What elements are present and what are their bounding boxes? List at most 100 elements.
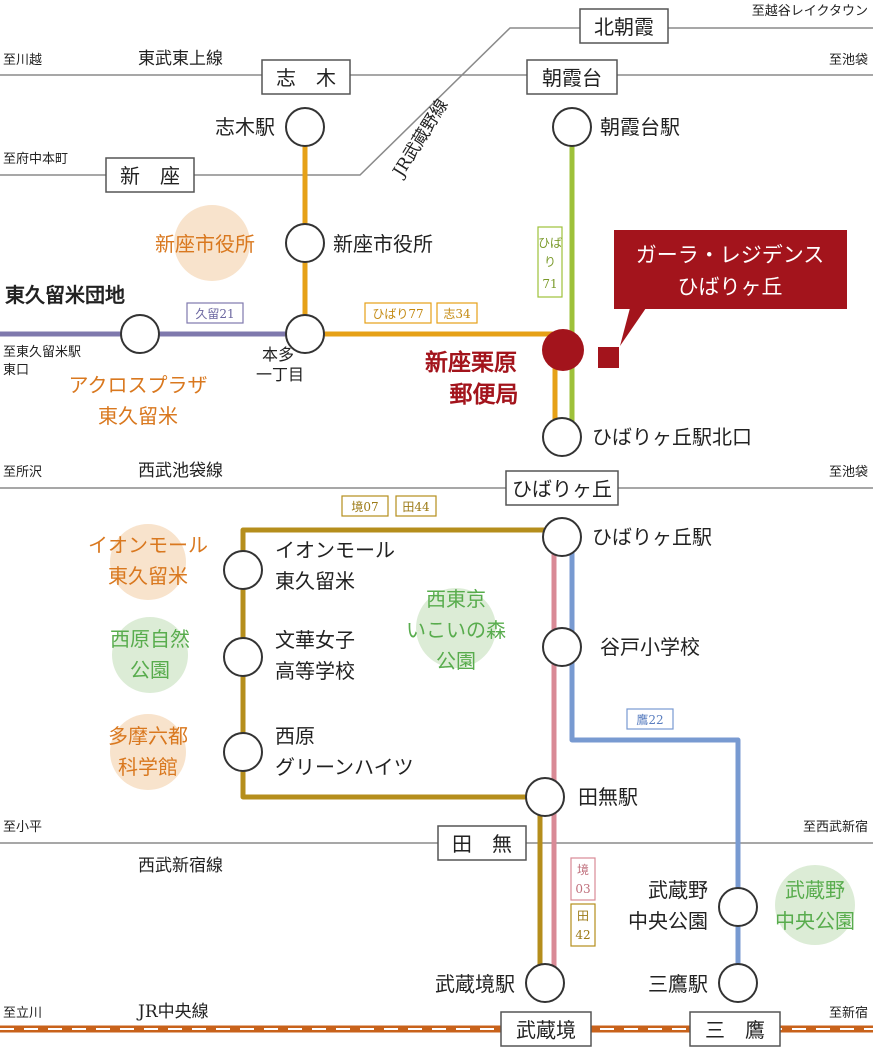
railway-tobu-tojo: 東武東上線 [138, 49, 223, 69]
dest-ikebukuro-1: 至池袋 [829, 53, 868, 68]
label-tanashi-eki: 田無駅 [578, 785, 638, 809]
facility-labels: 新座市役所 アクロスプラザ 東久留米 イオンモール 東久留米 西原自然 公園 多… [69, 232, 856, 933]
facility-aeon-2: 東久留米 [108, 564, 188, 588]
label-nishihara-1: 西原 [275, 724, 315, 748]
facility-acros-2: 東久留米 [98, 404, 178, 428]
stop-aeon [223, 550, 263, 590]
dest-fuchu: 至府中本町 [3, 152, 68, 167]
box-asakadai: 朝霞台 [526, 59, 618, 95]
label-bunka-2: 高等学校 [275, 659, 355, 683]
svg-text:田: 田 [577, 909, 589, 923]
svg-text:境: 境 [577, 862, 589, 877]
tag-shi34: 志34 [436, 302, 478, 324]
railway-jr-musashino: JR武蔵野線 [388, 96, 452, 183]
svg-text:03: 03 [575, 882, 590, 896]
stop-hibarigaoka-eki [542, 517, 582, 557]
svg-text:り: り [544, 255, 556, 269]
label-shiki-eki: 志木駅 [215, 115, 275, 139]
stop-hibarigaoka-kitaguchi [542, 417, 582, 457]
box-niiza: 新 座 [105, 157, 195, 193]
facility-circle-tama [110, 714, 186, 790]
label-yato: 谷戸小学校 [600, 635, 700, 659]
svg-text:ひばり77: ひばり77 [372, 307, 423, 321]
destination-labels: 至川越 至池袋 至越谷レイクタウン 至府中本町 至所沢 至池袋 至小平 至西武新… [3, 4, 868, 1021]
facility-niiza-cityhall: 新座市役所 [155, 232, 255, 256]
stop-yato [542, 627, 582, 667]
tag-kuryu21: 久留21 [186, 302, 244, 324]
svg-text:71: 71 [542, 277, 557, 291]
svg-text:志34: 志34 [443, 307, 471, 321]
property-name-line1: ガーラ・レジデンス [636, 243, 825, 267]
tag-hibari71: ひば り 71 [537, 226, 563, 298]
label-musashisakai-eki: 武蔵境駅 [435, 972, 515, 996]
stop-musashino-park [718, 887, 758, 927]
label-higashikurume-danchi: 東久留米団地 [5, 283, 125, 307]
label-honda-2: 一丁目 [256, 365, 304, 384]
post-office-label-line2: 郵便局 [450, 381, 519, 408]
railway-seibu-ikebukuro: 西武池袋線 [138, 461, 223, 481]
tag-sakai07: 境07 [341, 495, 389, 517]
stop-nishihara [223, 732, 263, 772]
svg-text:朝霞台: 朝霞台 [542, 66, 602, 90]
railway-seibu-shinjuku: 西武新宿線 [138, 856, 223, 876]
label-aeon-2: 東久留米 [275, 569, 355, 593]
facility-musashino-1: 武蔵野 [785, 878, 845, 902]
stop-tanashi [525, 777, 565, 817]
svg-text:42: 42 [575, 928, 590, 942]
dest-kodaira: 至小平 [3, 820, 42, 835]
svg-text:田 無: 田 無 [452, 832, 512, 856]
label-bunka-1: 文華女子 [275, 628, 355, 652]
label-musashino-park-2: 中央公園 [628, 909, 708, 933]
post-office-marker [542, 329, 584, 371]
label-nishihara-2: グリーンハイツ [275, 755, 414, 779]
facility-musashino-2: 中央公園 [775, 909, 855, 933]
dest-shinjuku: 至新宿 [829, 1005, 868, 1021]
property-callout: ガーラ・レジデンス ひばりヶ丘 [614, 230, 847, 346]
facility-nishihara-2: 公園 [130, 658, 170, 682]
label-musashino-park-1: 武蔵野 [648, 878, 708, 902]
svg-text:鷹22: 鷹22 [636, 712, 663, 727]
railway-jr-chuo: JR中央線 [136, 1002, 209, 1022]
stop-honda [285, 314, 325, 354]
route-sakai07 [240, 527, 560, 980]
svg-text:ひば: ひば [538, 236, 562, 250]
facility-tama-2: 科学館 [118, 755, 178, 779]
svg-text:武蔵境: 武蔵境 [516, 1018, 576, 1042]
stop-circles [120, 107, 758, 1003]
dest-higashikurume-east: 至東久留米駅 東口 [3, 344, 85, 378]
stop-shiki [285, 107, 325, 147]
stop-higashikurume-danchi [120, 314, 160, 354]
stop-niiza-shiyakusho [285, 223, 325, 263]
tag-ta42: 田 42 [570, 903, 596, 947]
box-kitaasaka: 北朝霞 [579, 8, 669, 44]
box-tanashi: 田 無 [437, 825, 527, 861]
tag-hibari77: ひばり77 [364, 302, 432, 324]
stop-bunka [223, 637, 263, 677]
box-shiki: 志 木 [261, 59, 351, 95]
box-mitaka: 三 鷹 [689, 1011, 781, 1047]
tag-ta44: 田44 [395, 495, 437, 517]
facility-tama-1: 多摩六都 [108, 724, 188, 748]
stop-musashisakai [525, 963, 565, 1003]
property-marker [598, 347, 619, 368]
facility-nishitokyo-2: いこいの森 [406, 618, 506, 642]
svg-text:ひばりヶ丘: ひばりヶ丘 [512, 477, 612, 501]
facility-nishihara-1: 西原自然 [110, 627, 190, 651]
tag-sakai03: 境 03 [570, 857, 596, 901]
stop-asakadai [552, 107, 592, 147]
svg-text:新 座: 新 座 [120, 164, 180, 188]
dest-tachikawa: 至立川 [3, 1006, 42, 1021]
label-hibarigaoka-kitaguchi: ひばりヶ丘駅北口 [592, 425, 752, 449]
facility-circle-nishitokyo [416, 588, 496, 668]
box-hibarigaoka: ひばりヶ丘 [505, 470, 619, 506]
facility-circle-musashino [775, 865, 855, 945]
route-tags: ひば り 71 久留21 ひばり77 志34 境07 田44 鷹22 [186, 226, 674, 947]
label-mitaka-eki: 三鷹駅 [648, 972, 708, 996]
label-asakadai-eki: 朝霞台駅 [600, 115, 680, 139]
facility-acros-1: アクロスプラザ [69, 373, 208, 397]
svg-text:境07: 境07 [351, 499, 378, 514]
label-honda-1: 本多 [262, 345, 294, 364]
facility-circle-niiza-cityhall [174, 205, 250, 281]
facility-nishitokyo-1: 西東京 [426, 587, 486, 611]
